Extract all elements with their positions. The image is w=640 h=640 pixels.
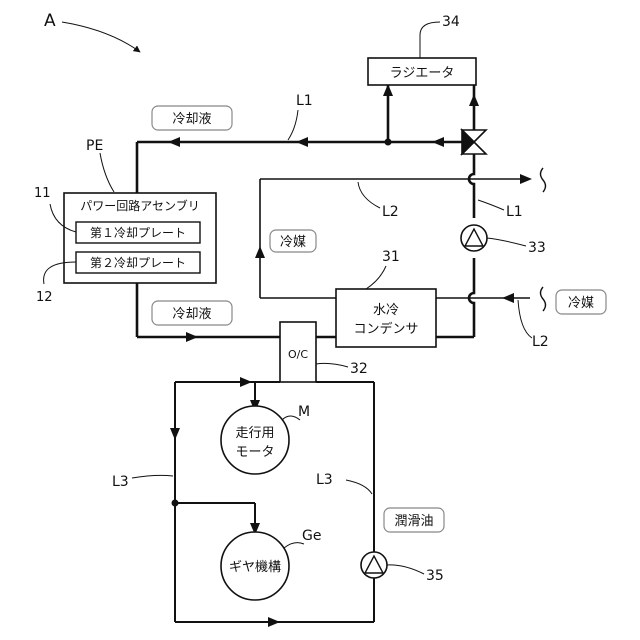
flow-arrow (296, 137, 308, 147)
gear-ref-leader (284, 543, 304, 548)
radiator-leader (420, 22, 440, 58)
ref-32-leader (316, 363, 348, 367)
l3-right-label: L3 (316, 472, 333, 488)
ref-31-leader (366, 266, 386, 289)
cooling-plate-1-label: 第１冷却プレート (90, 226, 186, 240)
radiator-label: ラジエータ (390, 66, 455, 81)
l2-inner-label: L2 (382, 204, 399, 220)
flow-arrow (383, 84, 393, 96)
oil-cooler-label: O/C (288, 348, 308, 361)
lubricant-tag-label: 潤滑油 (394, 514, 433, 529)
ref-33-leader (487, 238, 526, 246)
condenser-label-1: 水冷 (373, 303, 399, 318)
power-assembly-label: パワー回路アセンブリ (80, 198, 199, 213)
l1-right-leader (478, 200, 504, 210)
flow-arrow (168, 137, 180, 147)
figure-pointer (62, 22, 140, 52)
coolant-tag-top-label: 冷却液 (172, 112, 211, 127)
pump-33 (461, 225, 487, 251)
motor-label-1: 走行用 (235, 426, 274, 441)
l2-bottom-label: L2 (532, 334, 549, 350)
cooling-plate-2-label: 第２冷却プレート (90, 256, 186, 270)
coolant-tag-bottom-label: 冷却液 (172, 307, 211, 322)
refrigerant-tag-right-label: 冷媒 (568, 296, 594, 311)
flow-arrow (432, 137, 444, 147)
l2-bottom-leader (518, 300, 532, 338)
motor-label-2: モータ (235, 445, 274, 460)
ref-31: 31 (382, 249, 400, 265)
gear-label: ギヤ機構 (229, 560, 281, 575)
refrigerant-tag-left-label: 冷媒 (280, 235, 306, 250)
condenser-label-2: コンデンサ (353, 321, 418, 337)
ref-33: 33 (528, 240, 546, 256)
pe-label: PE (86, 138, 103, 154)
l3-left-leader (132, 475, 173, 478)
motor-ref: M (298, 404, 310, 420)
three-way-valve (462, 130, 486, 154)
condenser-box (336, 289, 436, 347)
pe-leader (100, 153, 114, 192)
figure-label: A (44, 11, 56, 31)
l3-right-leader (346, 480, 372, 494)
l1-top-label: L1 (296, 93, 313, 109)
l1-top-leader (288, 110, 298, 140)
ref-35: 35 (426, 568, 444, 584)
l3-left-label: L3 (112, 474, 129, 490)
radiator-ref: 34 (442, 14, 460, 30)
ref-35-leader (387, 565, 424, 574)
gear-ref: Ge (302, 528, 321, 544)
l2-inner-leader (358, 182, 380, 208)
flow-arrow (469, 94, 479, 106)
junction-dot (385, 139, 392, 146)
flow-arrow (186, 332, 198, 342)
ref-32: 32 (350, 361, 368, 377)
ref-11: 11 (34, 186, 51, 201)
ref-12: 12 (36, 290, 53, 305)
l1-right-label: L1 (506, 204, 523, 220)
pump-35 (361, 552, 387, 578)
